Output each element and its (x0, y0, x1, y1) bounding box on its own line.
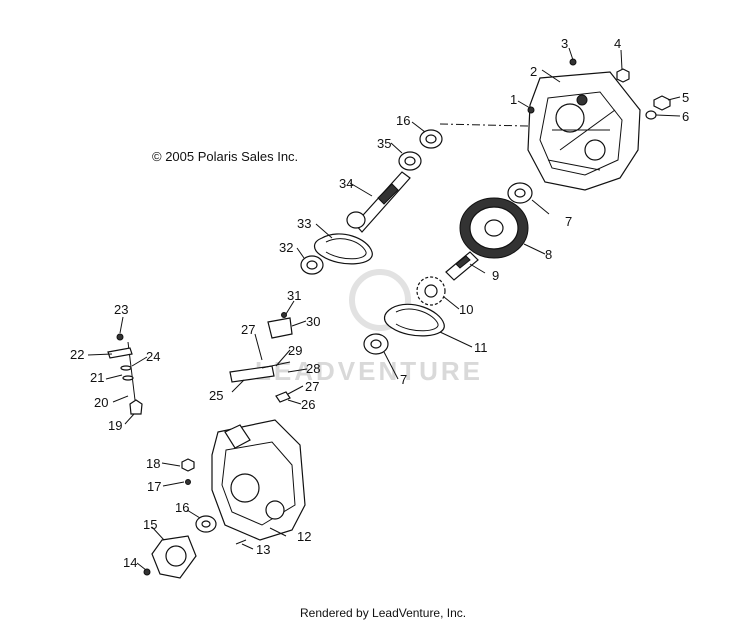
input-shaft-34 (346, 171, 411, 233)
callout-14: 14 (123, 555, 137, 570)
callout-27-bottom: 27 (305, 379, 319, 394)
callout-9: 9 (492, 268, 499, 283)
right-case-housing (527, 71, 641, 191)
clip-26 (275, 391, 291, 403)
cover-15 (151, 535, 197, 579)
sprocket-10 (416, 276, 446, 306)
screw-31 (281, 312, 287, 318)
chain-11 (383, 303, 445, 337)
bearing-35 (398, 151, 422, 171)
dowel-1 (527, 106, 535, 114)
callout-35: 35 (377, 136, 391, 151)
shift-assembly (107, 333, 143, 415)
bracket-30 (267, 317, 293, 339)
callout-27-top: 27 (241, 322, 255, 337)
callout-18: 18 (146, 456, 160, 471)
plug-5 (653, 95, 671, 111)
callout-16-top: 16 (396, 113, 410, 128)
footer-credit: Rendered by LeadVenture, Inc. (300, 606, 467, 620)
output-shaft-9 (445, 251, 479, 281)
bearing-16-top (419, 129, 443, 149)
bearing-7-bottom (363, 333, 389, 355)
callout-12: 12 (297, 529, 311, 544)
bearing-7-top (507, 182, 533, 204)
callout-31: 31 (287, 288, 301, 303)
callout-23: 23 (114, 302, 128, 317)
lever-25 (229, 365, 275, 383)
callout-8: 8 (545, 247, 552, 262)
callout-2: 2 (530, 64, 537, 79)
callout-29: 29 (288, 343, 302, 358)
callout-3: 3 (561, 36, 568, 51)
callout-22: 22 (70, 347, 84, 362)
bearing-16-bottom (195, 515, 217, 533)
nut-4 (616, 68, 630, 83)
callout-5: 5 (682, 90, 689, 105)
callout-11: 11 (474, 340, 488, 355)
callout-25: 25 (209, 388, 223, 403)
callout-30: 30 (306, 314, 320, 329)
chain-33 (313, 233, 373, 265)
callout-26: 26 (301, 397, 315, 412)
callout-7-bottom: 7 (400, 372, 407, 387)
washer-17 (185, 479, 191, 485)
callout-13: 13 (256, 542, 270, 557)
driven-gear-8 (459, 197, 529, 259)
bolt-14 (143, 568, 151, 576)
callout-33: 33 (297, 216, 311, 231)
callout-10: 10 (459, 302, 473, 317)
leader-lines (87, 47, 681, 571)
callout-6: 6 (682, 109, 689, 124)
callout-16-bottom: 16 (175, 500, 189, 515)
plug-18 (181, 458, 195, 472)
washer-6 (645, 110, 657, 120)
pin-13 (235, 539, 247, 545)
copyright-notice: © 2005 Polaris Sales Inc. (152, 149, 299, 164)
callout-4: 4 (614, 36, 621, 51)
bearing-32 (300, 255, 324, 275)
callout-21: 21 (90, 370, 104, 385)
callout-1: 1 (510, 92, 517, 107)
callout-32: 32 (279, 240, 293, 255)
left-case-housing (211, 419, 306, 541)
callout-34: 34 (339, 176, 353, 191)
callout-numbers: 1 2 3 4 5 6 7 8 9 10 11 12 13 14 15 16 1… (70, 36, 689, 570)
callout-28: 28 (306, 361, 320, 376)
callout-7-top: 7 (565, 214, 572, 229)
callout-17: 17 (147, 479, 161, 494)
callout-19: 19 (108, 418, 122, 433)
callout-24: 24 (146, 349, 160, 364)
callout-20: 20 (94, 395, 108, 410)
watermark-text: LEADVENTURE (255, 356, 483, 386)
callout-15: 15 (143, 517, 157, 532)
